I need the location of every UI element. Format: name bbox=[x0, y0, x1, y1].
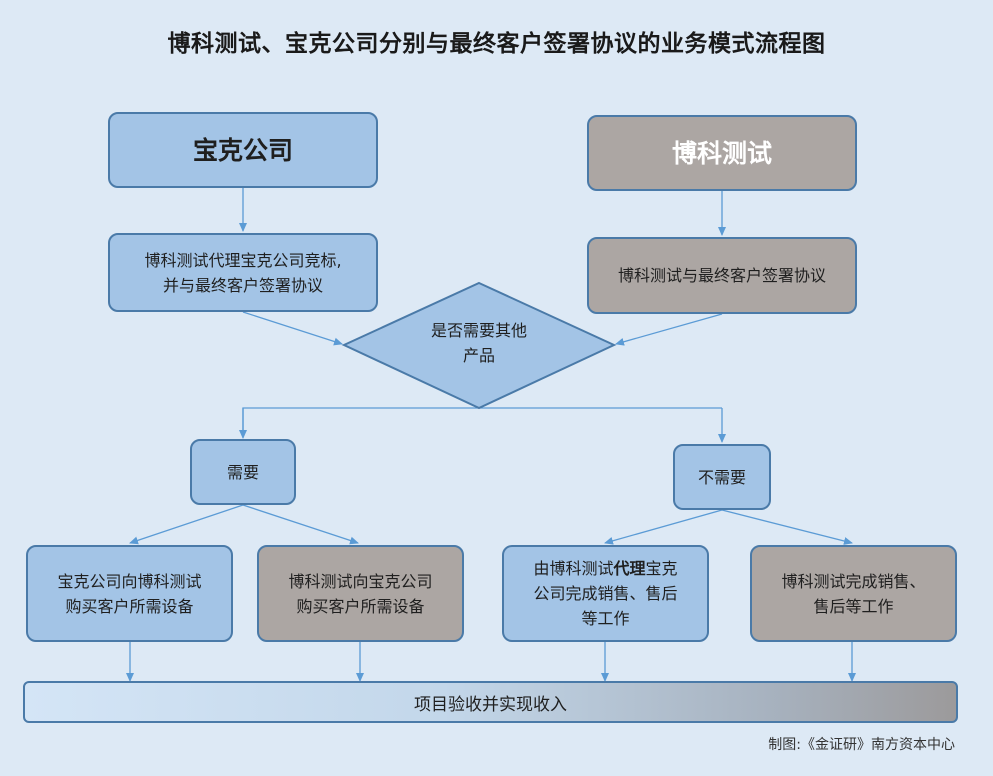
connector-decision-split bbox=[242, 407, 479, 437]
arrow-need-to-baoke-buy bbox=[129, 504, 244, 545]
arrow-need-to-boke-buy bbox=[242, 504, 359, 545]
node-boke-buy: 博科测试向宝克公司 购买客户所需设备 bbox=[257, 545, 464, 642]
node-boke: 博科测试 bbox=[587, 115, 857, 191]
node-baoke-buy: 宝克公司向博科测试 购买客户所需设备 bbox=[26, 545, 233, 642]
decision-diamond bbox=[341, 281, 617, 410]
source-credit: 制图:《金证研》南方资本中心 bbox=[768, 737, 955, 753]
agent-sales-text-bold: 代理 bbox=[613, 559, 646, 578]
agent-sales-text-pre: 由博科测试 bbox=[533, 559, 614, 578]
arrow-noneed-to-agent-sales bbox=[604, 509, 723, 545]
node-boke-sales: 博科测试完成销售、 售后等工作 bbox=[750, 545, 957, 642]
node-need: 需要 bbox=[190, 439, 296, 505]
node-boke-sign: 博科测试与最终客户签署协议 bbox=[587, 237, 857, 314]
arrow-noneed-to-boke-sales bbox=[721, 509, 853, 545]
node-final: 项目验收并实现收入 bbox=[23, 681, 958, 723]
node-baoke: 宝克公司 bbox=[108, 112, 378, 188]
diagram-title: 博科测试、宝克公司分别与最终客户签署协议的业务模式流程图 bbox=[167, 31, 826, 57]
node-agent-sales: 由博科测试代理宝克 公司完成销售、售后 等工作 bbox=[502, 545, 709, 642]
agent-sales-text-post: 宝克 公司完成销售、售后 等工作 bbox=[533, 559, 678, 628]
node-baoke-agent: 博科测试代理宝克公司竞标, 并与最终客户签署协议 bbox=[108, 233, 378, 312]
decision-label: 是否需要其他 产品 bbox=[430, 321, 527, 365]
node-noneed: 不需要 bbox=[673, 444, 771, 510]
arrow-agent-to-decision bbox=[242, 311, 343, 346]
arrow-sign-to-decision bbox=[615, 313, 723, 346]
